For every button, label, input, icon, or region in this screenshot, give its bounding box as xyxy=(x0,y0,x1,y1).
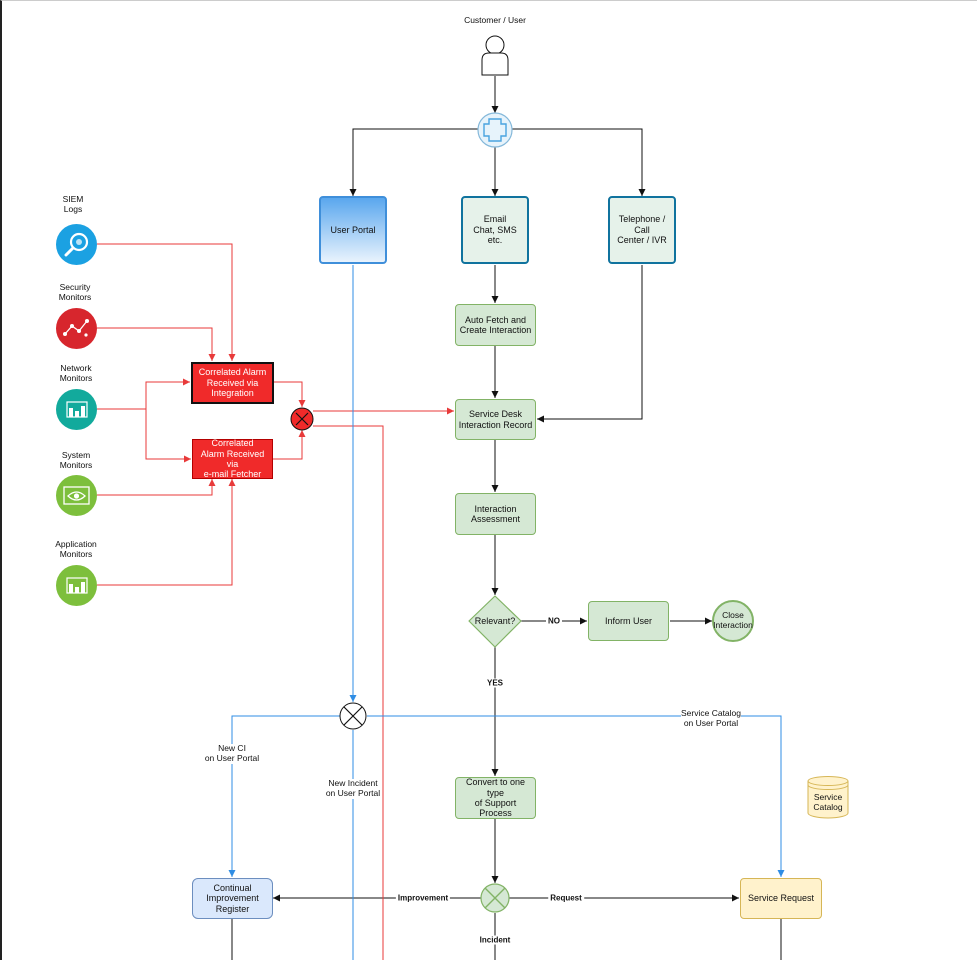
edge-system-to-fetcher xyxy=(97,479,216,496)
edge-label-request: Request xyxy=(548,893,584,903)
service-request-node[interactable]: Service Request xyxy=(740,878,822,919)
auto-fetch-node[interactable]: Auto Fetch and Create Interaction xyxy=(455,304,536,346)
magnifier-icon[interactable] xyxy=(56,224,97,265)
network-graph-icon[interactable] xyxy=(56,308,97,349)
edge-label-improvement: Improvement xyxy=(395,893,451,903)
alarm-integration-node[interactable]: Correlated Alarm Received via Integratio… xyxy=(191,362,274,404)
continual-improvement-node[interactable]: Continual Improvement Register xyxy=(192,878,273,919)
inform-user-node[interactable]: Inform User xyxy=(588,601,669,641)
relevant-decision-label[interactable]: Relevant? xyxy=(474,615,516,626)
edge-gateway-to-phone xyxy=(512,128,646,196)
customer-user-label: Customer / User xyxy=(464,15,526,25)
eye-icon[interactable] xyxy=(56,475,97,516)
edge-fetcher-to-join xyxy=(273,430,306,460)
edge-network-to-fetcher xyxy=(145,409,191,463)
edge-siem-to-integration xyxy=(97,243,236,361)
parallel-gateway-icon xyxy=(477,112,513,148)
portal-split-gateway-icon xyxy=(339,702,367,730)
edge-label-incident: Incident xyxy=(477,935,513,945)
siem-logs-label: SIEM Logs xyxy=(62,194,84,214)
edge-label-no: NO xyxy=(546,616,562,626)
support-split-gateway-icon xyxy=(480,883,510,913)
edge-label-new-ci: New CI on User Portal xyxy=(204,743,260,764)
alarm-email-fetcher-node[interactable]: Correlated Alarm Received via e-mail Fet… xyxy=(192,438,273,479)
edge-gateway-to-portal xyxy=(349,128,478,196)
alarm-join-gateway-icon xyxy=(290,407,314,431)
person-icon xyxy=(481,35,509,76)
system-monitors-label: System Monitors xyxy=(59,450,93,470)
edge-label-service-catalog-portal: Service Catalog on User Portal xyxy=(680,708,742,729)
edge-xgate-to-request xyxy=(367,715,785,877)
network-monitors-label: Network Monitors xyxy=(59,363,93,383)
edge-label-new-incident: New Incident on User Portal xyxy=(325,778,381,799)
application-monitors-label: Application Monitors xyxy=(55,539,97,559)
interaction-record-node[interactable]: Service Desk Interaction Record xyxy=(455,399,536,440)
edge-security-to-integration xyxy=(97,327,216,361)
user-portal-node[interactable]: User Portal xyxy=(319,196,387,264)
telephone-node[interactable]: Telephone / Call Center / IVR xyxy=(608,196,676,264)
interaction-assessment-node[interactable]: Interaction Assessment xyxy=(455,493,536,535)
edge-phone-to-record xyxy=(537,265,643,423)
relevant-decision-shape xyxy=(468,595,522,648)
edge-join-down xyxy=(313,425,384,960)
edge-application-to-fetcher xyxy=(97,479,236,586)
edge-integration-to-join xyxy=(274,381,306,407)
close-interaction-shape xyxy=(712,600,754,642)
close-interaction-label[interactable]: Close Interaction xyxy=(713,610,753,630)
email-chat-node[interactable]: Email Chat, SMS etc. xyxy=(461,196,529,264)
edge-network-to-integration xyxy=(145,378,190,409)
service-catalog-label[interactable]: Service Catalog xyxy=(813,792,843,812)
security-monitors-label: Security Monitors xyxy=(58,282,92,302)
service-catalog-cylinder xyxy=(807,776,849,819)
edge-xgate-to-improvement xyxy=(228,715,340,877)
convert-support-process-node[interactable]: Convert to one type of Support Process xyxy=(455,777,536,819)
bar-chart-icon[interactable] xyxy=(56,565,97,606)
bar-chart-icon[interactable] xyxy=(56,389,97,430)
edge-label-yes: YES xyxy=(484,678,506,688)
